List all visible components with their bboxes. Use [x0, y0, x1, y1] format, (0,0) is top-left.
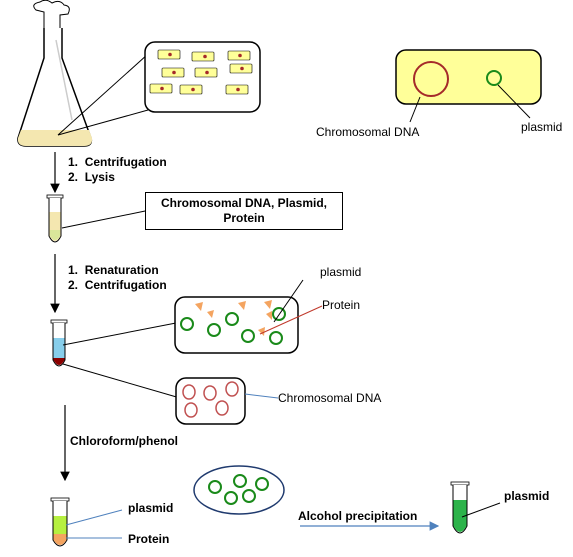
pointer-line: [62, 322, 177, 346]
supernatant-proteins: [195, 300, 272, 336]
supernatant-plasmid-label: plasmid: [320, 265, 362, 279]
centrifuged-tube: [50, 319, 68, 367]
steps-renaturation-centrifugation: 1. Renaturation 2. Centrifugation: [68, 263, 167, 293]
step-alcohol-precipitation: Alcohol precipitation: [298, 509, 418, 523]
phase-tube: [50, 497, 70, 547]
final-plasmid-label: plasmid: [504, 489, 550, 503]
supernatant-plasmids: [180, 307, 286, 345]
phase-plasmid-label: plasmid: [128, 501, 174, 515]
zoom-line: [57, 53, 149, 136]
step-number: 1.: [68, 263, 79, 277]
step-renaturation: Renaturation: [84, 263, 159, 277]
lysate-tube: [46, 194, 64, 243]
zoom-line: [57, 109, 149, 136]
step-lysis: Lysis: [84, 170, 115, 184]
step-number: 2.: [68, 170, 79, 184]
pellet-box: [175, 377, 246, 425]
lysate-line-1: Chromosomal DNA, Plasmid,: [160, 196, 328, 210]
plasmid-ellipse: [193, 465, 285, 515]
pellet-chromosomes: [182, 381, 239, 418]
final-tube: [450, 481, 470, 534]
legend-chromosomal-label: Chromosomal DNA: [316, 125, 420, 139]
step-number: 1.: [68, 155, 79, 169]
legend-plasmid-label: plasmid: [521, 120, 563, 134]
pointer-line: [461, 502, 501, 518]
pointer-line: [65, 509, 123, 526]
pellet-chromosomal-label: Chromosomal DNA: [278, 391, 382, 405]
pointer-line: [62, 363, 181, 399]
step-chloroform-phenol: Chloroform/phenol: [70, 434, 178, 448]
pointer-line: [61, 209, 151, 229]
bacterial-cells: [149, 49, 253, 95]
phase-plasmids: [208, 474, 269, 505]
legend-bacterial-cell: [395, 49, 542, 123]
step-centrifugation: Centrifugation: [84, 155, 167, 169]
phase-protein-label: Protein: [128, 532, 170, 546]
supernatant-box: [174, 296, 299, 354]
pointer-line: [273, 279, 304, 323]
step-centrifugation: Centrifugation: [84, 278, 167, 292]
pointer-line: [259, 305, 323, 335]
lysate-contents-box: Chromosomal DNA, Plasmid, Protein: [145, 192, 343, 230]
supernatant-protein-label: Protein: [322, 298, 361, 312]
steps-centrifugation-lysis: 1. Centrifugation 2. Lysis: [68, 155, 167, 185]
pointer-line: [244, 393, 279, 399]
lysate-line-2: Protein: [223, 211, 265, 225]
culture-flask: [17, 0, 93, 147]
step-number: 2.: [68, 278, 79, 292]
